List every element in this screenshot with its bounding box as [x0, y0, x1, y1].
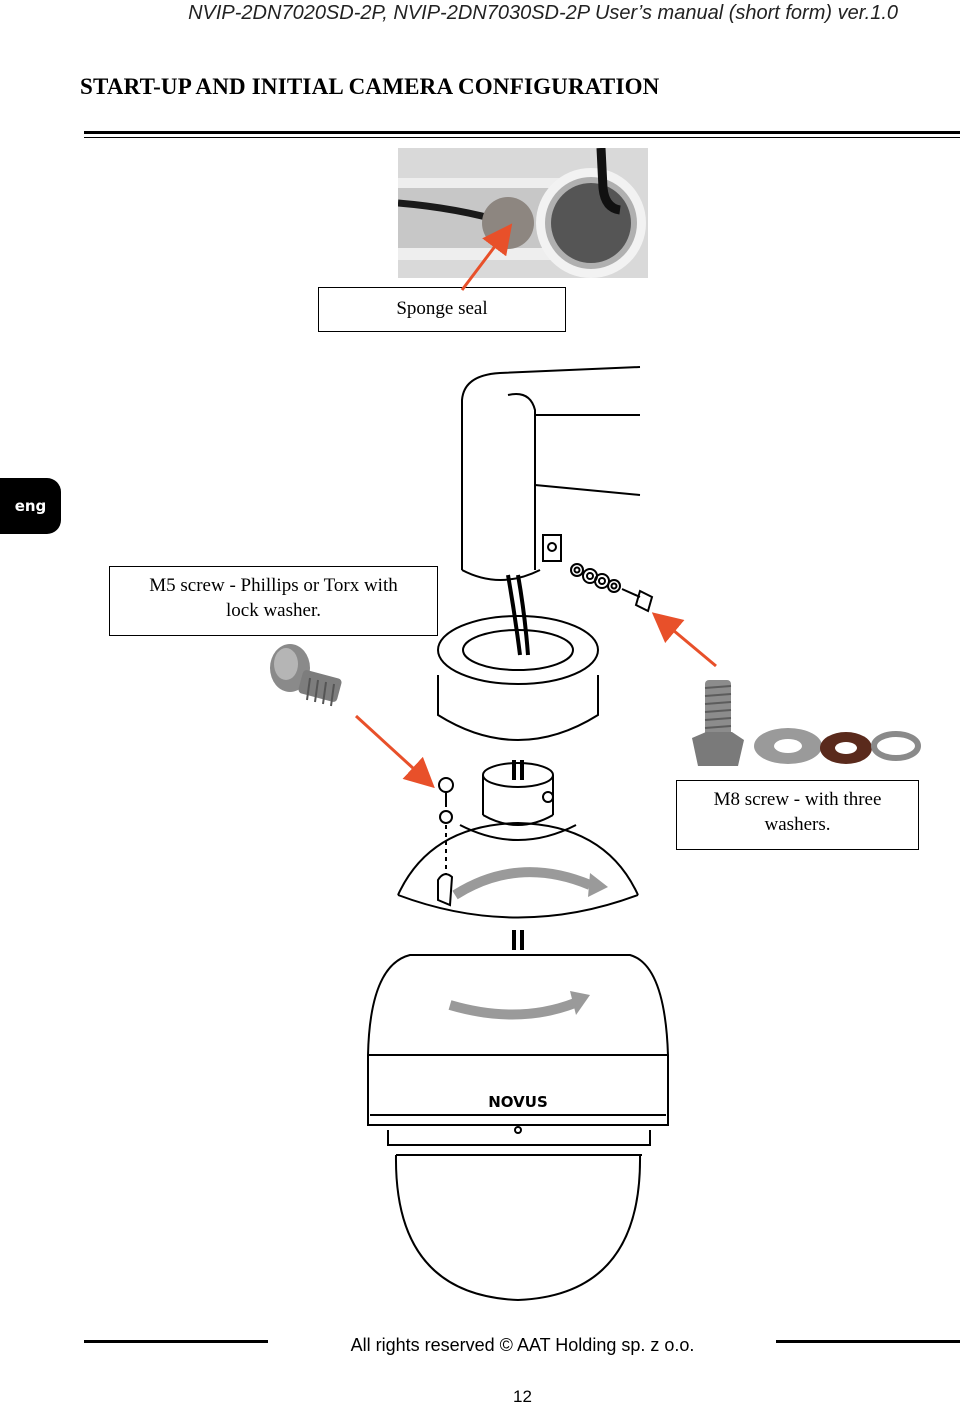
- document-header: NVIP-2DN7020SD-2P, NVIP-2DN7030SD-2P Use…: [188, 2, 898, 24]
- section-title: START-UP AND INITIAL CAMERA CONFIGURATIO…: [80, 74, 660, 99]
- m8-screw-photo: [692, 680, 921, 766]
- footer-line-right: [776, 1340, 960, 1343]
- m8-screw-label-line1: M8 screw - with three: [713, 789, 882, 810]
- m5-screw-label: M5 screw - Phillips or Torx with lock wa…: [109, 566, 438, 636]
- m5-screw-label-line2: lock washer.: [226, 600, 321, 621]
- header-rule-thick: [84, 131, 960, 134]
- novus-logo: NOVUS: [488, 1093, 548, 1111]
- page-number: 12: [513, 1387, 532, 1406]
- camera-assembly-diagram: NOVUS: [367, 366, 669, 1302]
- language-tab: eng: [0, 478, 61, 534]
- m8-screw-label: M8 screw - with three washers.: [676, 780, 919, 850]
- m5-screw-label-line1: M5 screw - Phillips or Torx with: [149, 575, 398, 596]
- header-rule-thin: [84, 137, 960, 138]
- footer-copyright: All rights reserved © AAT Holding sp. z …: [350, 1335, 695, 1355]
- m5-screw-photo: [270, 644, 342, 707]
- sponge-seal-label: Sponge seal: [318, 287, 566, 332]
- sponge-seal-photo: [398, 148, 648, 278]
- footer-line-left: [84, 1340, 268, 1343]
- m8-screw-label-line2: washers.: [764, 814, 831, 835]
